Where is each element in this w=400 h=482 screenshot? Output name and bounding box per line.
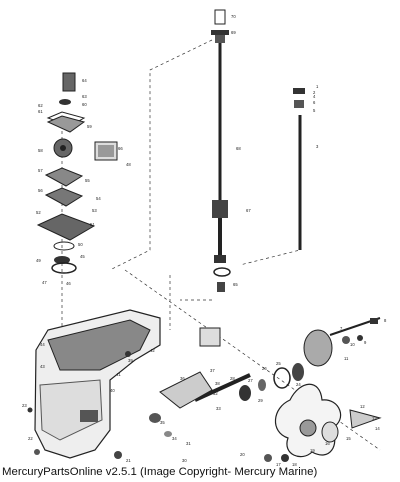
callout: 43 [40, 364, 45, 369]
callout: 48 [126, 162, 131, 167]
callout: 29 [258, 398, 263, 403]
callout: 18 [292, 462, 297, 467]
callout: 30 [182, 458, 187, 463]
callout: 16 [325, 441, 330, 446]
callout: 65 [233, 282, 238, 287]
callout: 57 [38, 168, 43, 173]
callout: 24 [296, 382, 301, 387]
shift-shaft[interactable] [293, 88, 305, 250]
callout: 12 [360, 404, 365, 409]
callout: 11 [344, 356, 349, 361]
copyright-caption: MercuryPartsOnline v2.5.1 (Image Copyrig… [2, 466, 318, 478]
callout: 39 [128, 358, 133, 363]
propeller-shaft-assembly[interactable] [149, 317, 381, 437]
callout: 10 [350, 342, 355, 347]
callout: 31 [186, 441, 191, 446]
callout: 22 [28, 436, 33, 441]
callout: 36 [180, 376, 185, 381]
callout: 20 [240, 452, 245, 457]
callout: 38 [215, 381, 220, 386]
driveshaft[interactable] [211, 9, 231, 292]
callout: 53 [92, 208, 97, 213]
callout: 32 [213, 391, 218, 396]
callout: 1 [316, 84, 319, 89]
callout: 52 [36, 210, 41, 215]
callout: 40 [110, 388, 115, 393]
callout: 35 [160, 420, 165, 425]
callout: 34 [172, 436, 177, 441]
callout: 45 [80, 254, 85, 259]
callout: 15 [346, 436, 351, 441]
callout: 46 [66, 281, 71, 286]
callout: 66 [118, 146, 123, 151]
callout: 42 [150, 348, 155, 353]
callout: 23 [22, 403, 27, 408]
callout: 27 [248, 378, 253, 383]
gearcase-housing[interactable] [34, 309, 221, 459]
callout: 8 [384, 318, 387, 323]
callout: 64 [82, 78, 87, 83]
callout: 56 [38, 188, 43, 193]
callout: 41 [116, 372, 121, 377]
callout: 61 [38, 109, 43, 114]
callout: 2 [313, 90, 316, 95]
callout: 49 [36, 258, 41, 263]
callout: 3 [316, 144, 319, 149]
callout: 59 [87, 124, 92, 129]
callout: 67 [246, 208, 251, 213]
callout: 19 [310, 448, 315, 453]
callout: 58 [38, 148, 43, 153]
callout: 54 [96, 196, 101, 201]
callout: 6 [313, 100, 316, 105]
callout: 7 [340, 326, 343, 331]
callout: 21 [126, 458, 131, 463]
callout: 55 [85, 178, 90, 183]
callout: 28 [230, 376, 235, 381]
hardware [27, 318, 378, 459]
callout: 50 [78, 242, 83, 247]
callout: 9 [364, 340, 367, 345]
callout: 70 [231, 14, 236, 19]
callout: 26 [262, 366, 267, 371]
callout: 25 [276, 361, 281, 366]
callout: 13 [372, 416, 377, 421]
callout: 44 [40, 342, 45, 347]
callout: 63 [82, 94, 87, 99]
callout: 37 [210, 368, 215, 373]
callout: 4 [313, 94, 316, 99]
callout: 68 [236, 146, 241, 151]
callout: 5 [313, 108, 316, 113]
callout: 62 [38, 103, 43, 108]
water-pump-assembly[interactable] [36, 72, 118, 274]
callout: 51 [90, 222, 95, 227]
propeller[interactable] [264, 383, 382, 462]
callout: 69 [231, 30, 236, 35]
callout: 33 [216, 406, 221, 411]
callout: 14 [375, 426, 380, 431]
callout: 17 [276, 462, 281, 467]
callout: 60 [82, 102, 87, 107]
callout-labels: 70 69 68 67 65 64 63 62 61 60 59 58 57 5… [22, 14, 387, 467]
callout: 47 [42, 280, 47, 285]
